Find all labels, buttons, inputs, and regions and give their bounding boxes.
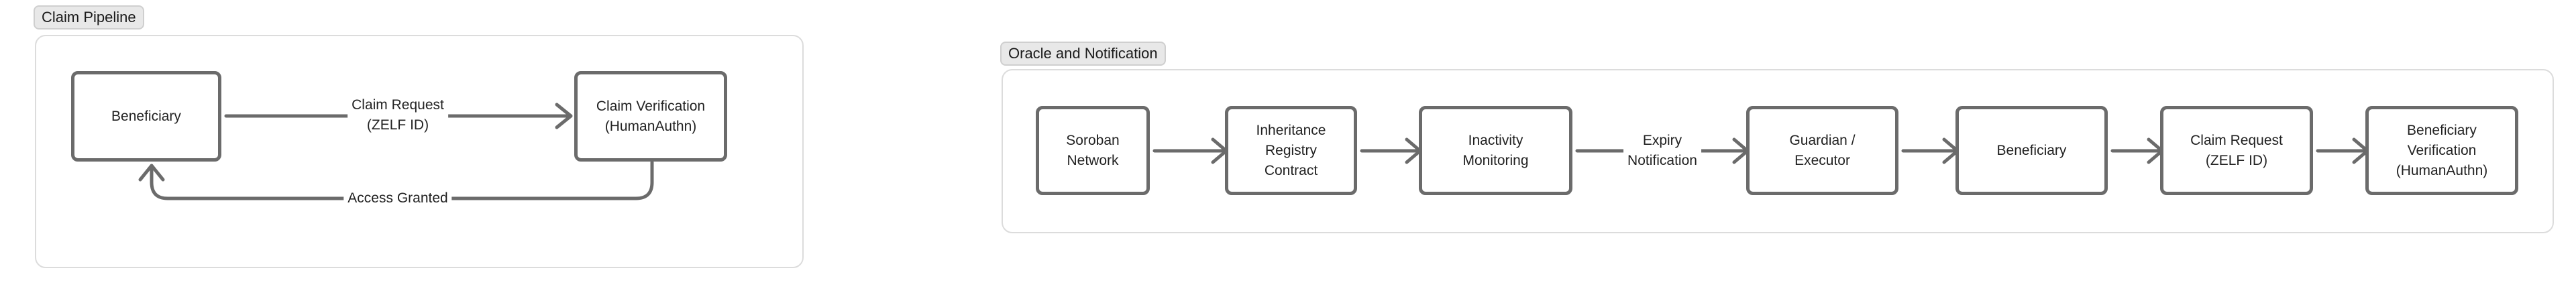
node-claim-request: Claim Request (ZELF ID) <box>2160 106 2313 195</box>
node-beneficiary-label: Beneficiary <box>111 108 181 124</box>
node-claim-request-label: Claim Request (ZELF ID) <box>2190 132 2283 168</box>
node-beneficiary-oracle-label: Beneficiary <box>1996 142 2067 158</box>
node-soroban-network: Soroban Network <box>1036 106 1150 195</box>
node-inactivity-monitoring-label: Inactivity Monitoring <box>1462 132 1529 168</box>
node-soroban-network-label: Soroban Network <box>1066 132 1120 168</box>
node-inactivity-monitoring: Inactivity Monitoring <box>1419 106 1572 195</box>
edge-label-expiry-notification: Expiry Notification <box>1623 131 1701 171</box>
node-guardian-executor-label: Guardian / Executor <box>1789 132 1856 168</box>
edge-label-claim-request: Claim Request (ZELF ID) <box>347 95 448 135</box>
node-claim-verification: Claim Verification (HumanAuthn) <box>574 71 727 162</box>
node-claim-verification-label: Claim Verification (HumanAuthn) <box>596 98 706 134</box>
node-inheritance-registry-label: Inheritance Registry Contract <box>1256 122 1326 178</box>
oracle-notification-title: Oracle and Notification <box>1000 42 1166 66</box>
node-beneficiary-oracle: Beneficiary <box>1955 106 2108 195</box>
node-beneficiary-verification: Beneficiary Verification (HumanAuthn) <box>2365 106 2518 195</box>
edge-label-access-granted: Access Granted <box>343 188 452 208</box>
node-inheritance-registry: Inheritance Registry Contract <box>1225 106 1357 195</box>
claim-pipeline-title: Claim Pipeline <box>34 5 144 29</box>
node-beneficiary-verification-label: Beneficiary Verification (HumanAuthn) <box>2396 122 2488 178</box>
node-beneficiary: Beneficiary <box>71 71 221 162</box>
node-guardian-executor: Guardian / Executor <box>1746 106 1898 195</box>
